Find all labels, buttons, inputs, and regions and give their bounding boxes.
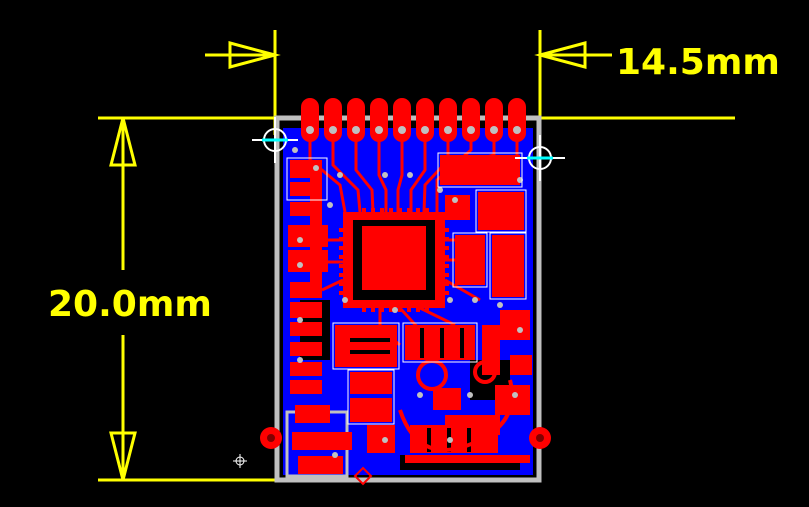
via [313, 165, 319, 171]
mcu-center-pad [362, 226, 426, 290]
header-pin [416, 98, 434, 142]
via [327, 202, 333, 208]
via [472, 297, 478, 303]
via [332, 452, 338, 458]
dimension-annotations [98, 30, 735, 482]
bottom-left-connector [285, 405, 352, 478]
header-pin [347, 98, 365, 142]
via [407, 172, 413, 178]
height-dimension-label: 20.0mm [48, 284, 212, 325]
header-pin [439, 98, 457, 142]
width-arrow-left-head [228, 41, 281, 69]
silkscreen-outlines [286, 152, 527, 425]
header-pin [301, 98, 319, 142]
via [337, 172, 343, 178]
via [342, 297, 348, 303]
via [447, 297, 453, 303]
via [467, 392, 473, 398]
via [382, 437, 388, 443]
via [392, 307, 398, 313]
width-arrow-right-head [534, 41, 587, 69]
height-arrow-bottom-head [109, 431, 137, 481]
fiducial-marker-right [515, 135, 565, 181]
via [447, 437, 453, 443]
header-pin [393, 98, 411, 142]
vias [292, 147, 523, 458]
top-header-pins [301, 98, 526, 142]
via [297, 317, 303, 323]
via [452, 197, 458, 203]
header-pin [485, 98, 503, 142]
header-pin [462, 98, 480, 142]
header-pin [508, 98, 526, 142]
pcb-board [233, 98, 565, 486]
height-arrow-top-head [109, 117, 137, 167]
via [297, 262, 303, 268]
via [292, 147, 298, 153]
via [437, 187, 443, 193]
diamond-marker [353, 466, 373, 486]
header-pin [370, 98, 388, 142]
header-pin [324, 98, 342, 142]
via [497, 302, 503, 308]
via [297, 237, 303, 243]
width-dimension-label: 14.5mm [616, 42, 780, 83]
origin-marker [233, 454, 247, 468]
fiducial-marker-left [252, 117, 298, 163]
mcu-chip [339, 208, 449, 312]
via [297, 357, 303, 363]
via [417, 392, 423, 398]
via [382, 172, 388, 178]
via [512, 392, 518, 398]
via [517, 327, 523, 333]
lower-component-group [335, 325, 530, 463]
right-component-group [440, 155, 532, 415]
crystal-outline [416, 359, 448, 391]
fiducial-markers [233, 117, 565, 486]
mounting-holes [260, 427, 551, 449]
